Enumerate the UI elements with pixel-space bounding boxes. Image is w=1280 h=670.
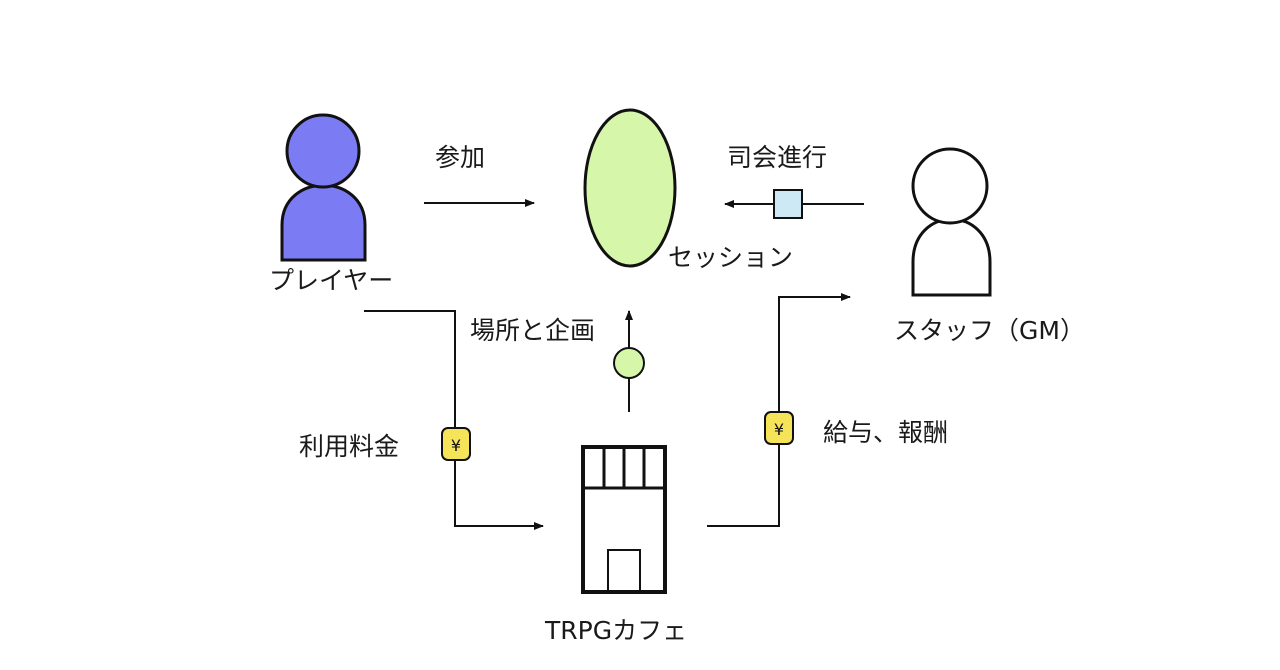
salary-arrow: ¥ — [707, 293, 851, 527]
salary-label: 給与、報酬 — [823, 418, 949, 447]
host-label: 司会進行 — [727, 143, 828, 172]
staff-label: スタッフ（GM） — [894, 316, 1085, 345]
host-square — [773, 189, 803, 219]
salary-yen-symbol: ¥ — [774, 420, 784, 439]
player-icon — [280, 113, 367, 262]
fee-label: 利用料金 — [299, 432, 400, 461]
cafe-label: TRPGカフェ — [545, 616, 688, 645]
salary-yen-badge-icon — [764, 411, 794, 445]
place-plan-label: 場所と企画 — [470, 316, 596, 345]
fee-yen-symbol: ¥ — [451, 436, 461, 455]
session-label: セッション — [668, 243, 794, 272]
building-icon — [581, 445, 667, 594]
fee-arrow: ¥ — [364, 310, 544, 530]
join-label: 参加 — [435, 143, 486, 172]
place-plan-arrow — [613, 310, 645, 412]
place-plan-circle — [613, 347, 645, 379]
player-label: プレイヤー — [269, 266, 394, 295]
fee-yen-badge-icon — [441, 427, 471, 461]
staff-icon — [911, 147, 992, 297]
session-oval — [583, 108, 677, 268]
host-arrow — [724, 189, 864, 219]
